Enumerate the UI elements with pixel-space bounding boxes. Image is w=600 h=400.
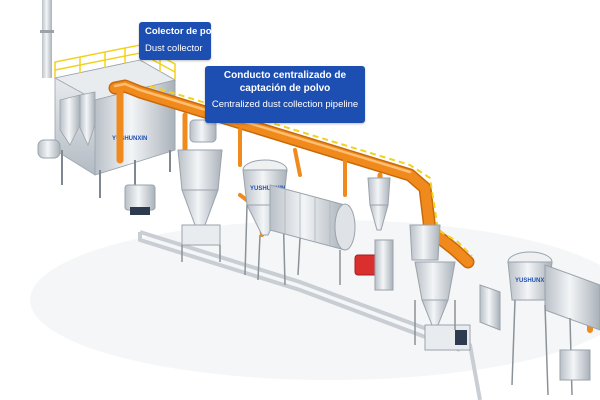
- dust-collector-label-en: Dust collector: [145, 43, 203, 54]
- pipeline-label-es-line2: captación de polvo: [239, 83, 331, 94]
- dust-collector-label-es: Colector de polvo: [145, 26, 226, 37]
- pipeline-label-en: Centralized dust collection pipeline: [211, 99, 359, 110]
- cyclone-separator: [354, 177, 394, 291]
- classifier-tower: [409, 224, 471, 351]
- pipeline-label: Conducto centralizado de captación de po…: [205, 66, 365, 123]
- brand-logo: YUSHUNXIN: [515, 278, 550, 284]
- pipeline-label-es-line1: Conducto centralizado de: [223, 70, 347, 81]
- mixer-tank-right: YUSHUNXIN: [479, 251, 600, 396]
- brand-logo: YUSHUNXIN: [112, 136, 147, 142]
- pulverizer-unit-1: [124, 119, 223, 262]
- pipeline-highlight: [149, 85, 473, 257]
- dust-collector-unit: YUSHUNXIN: [37, 44, 177, 198]
- exhaust-stack: [40, 0, 54, 78]
- brand-logo: YUSHUNXIN: [250, 186, 285, 192]
- dust-collector-label: Colector de polvo Dust collector: [139, 22, 225, 60]
- rotary-drum: [269, 184, 356, 285]
